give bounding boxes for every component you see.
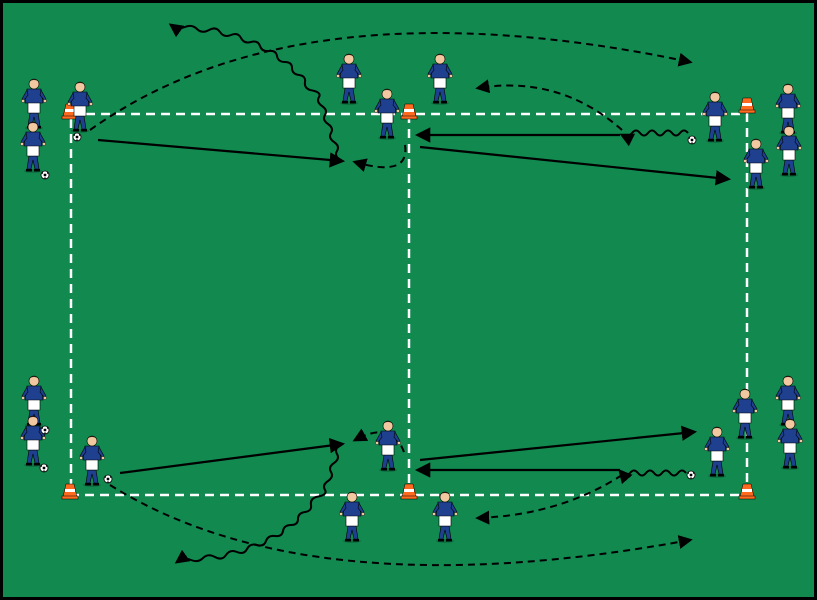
dribble-arrows (168, 23, 689, 564)
pass-arrows (97, 127, 732, 478)
